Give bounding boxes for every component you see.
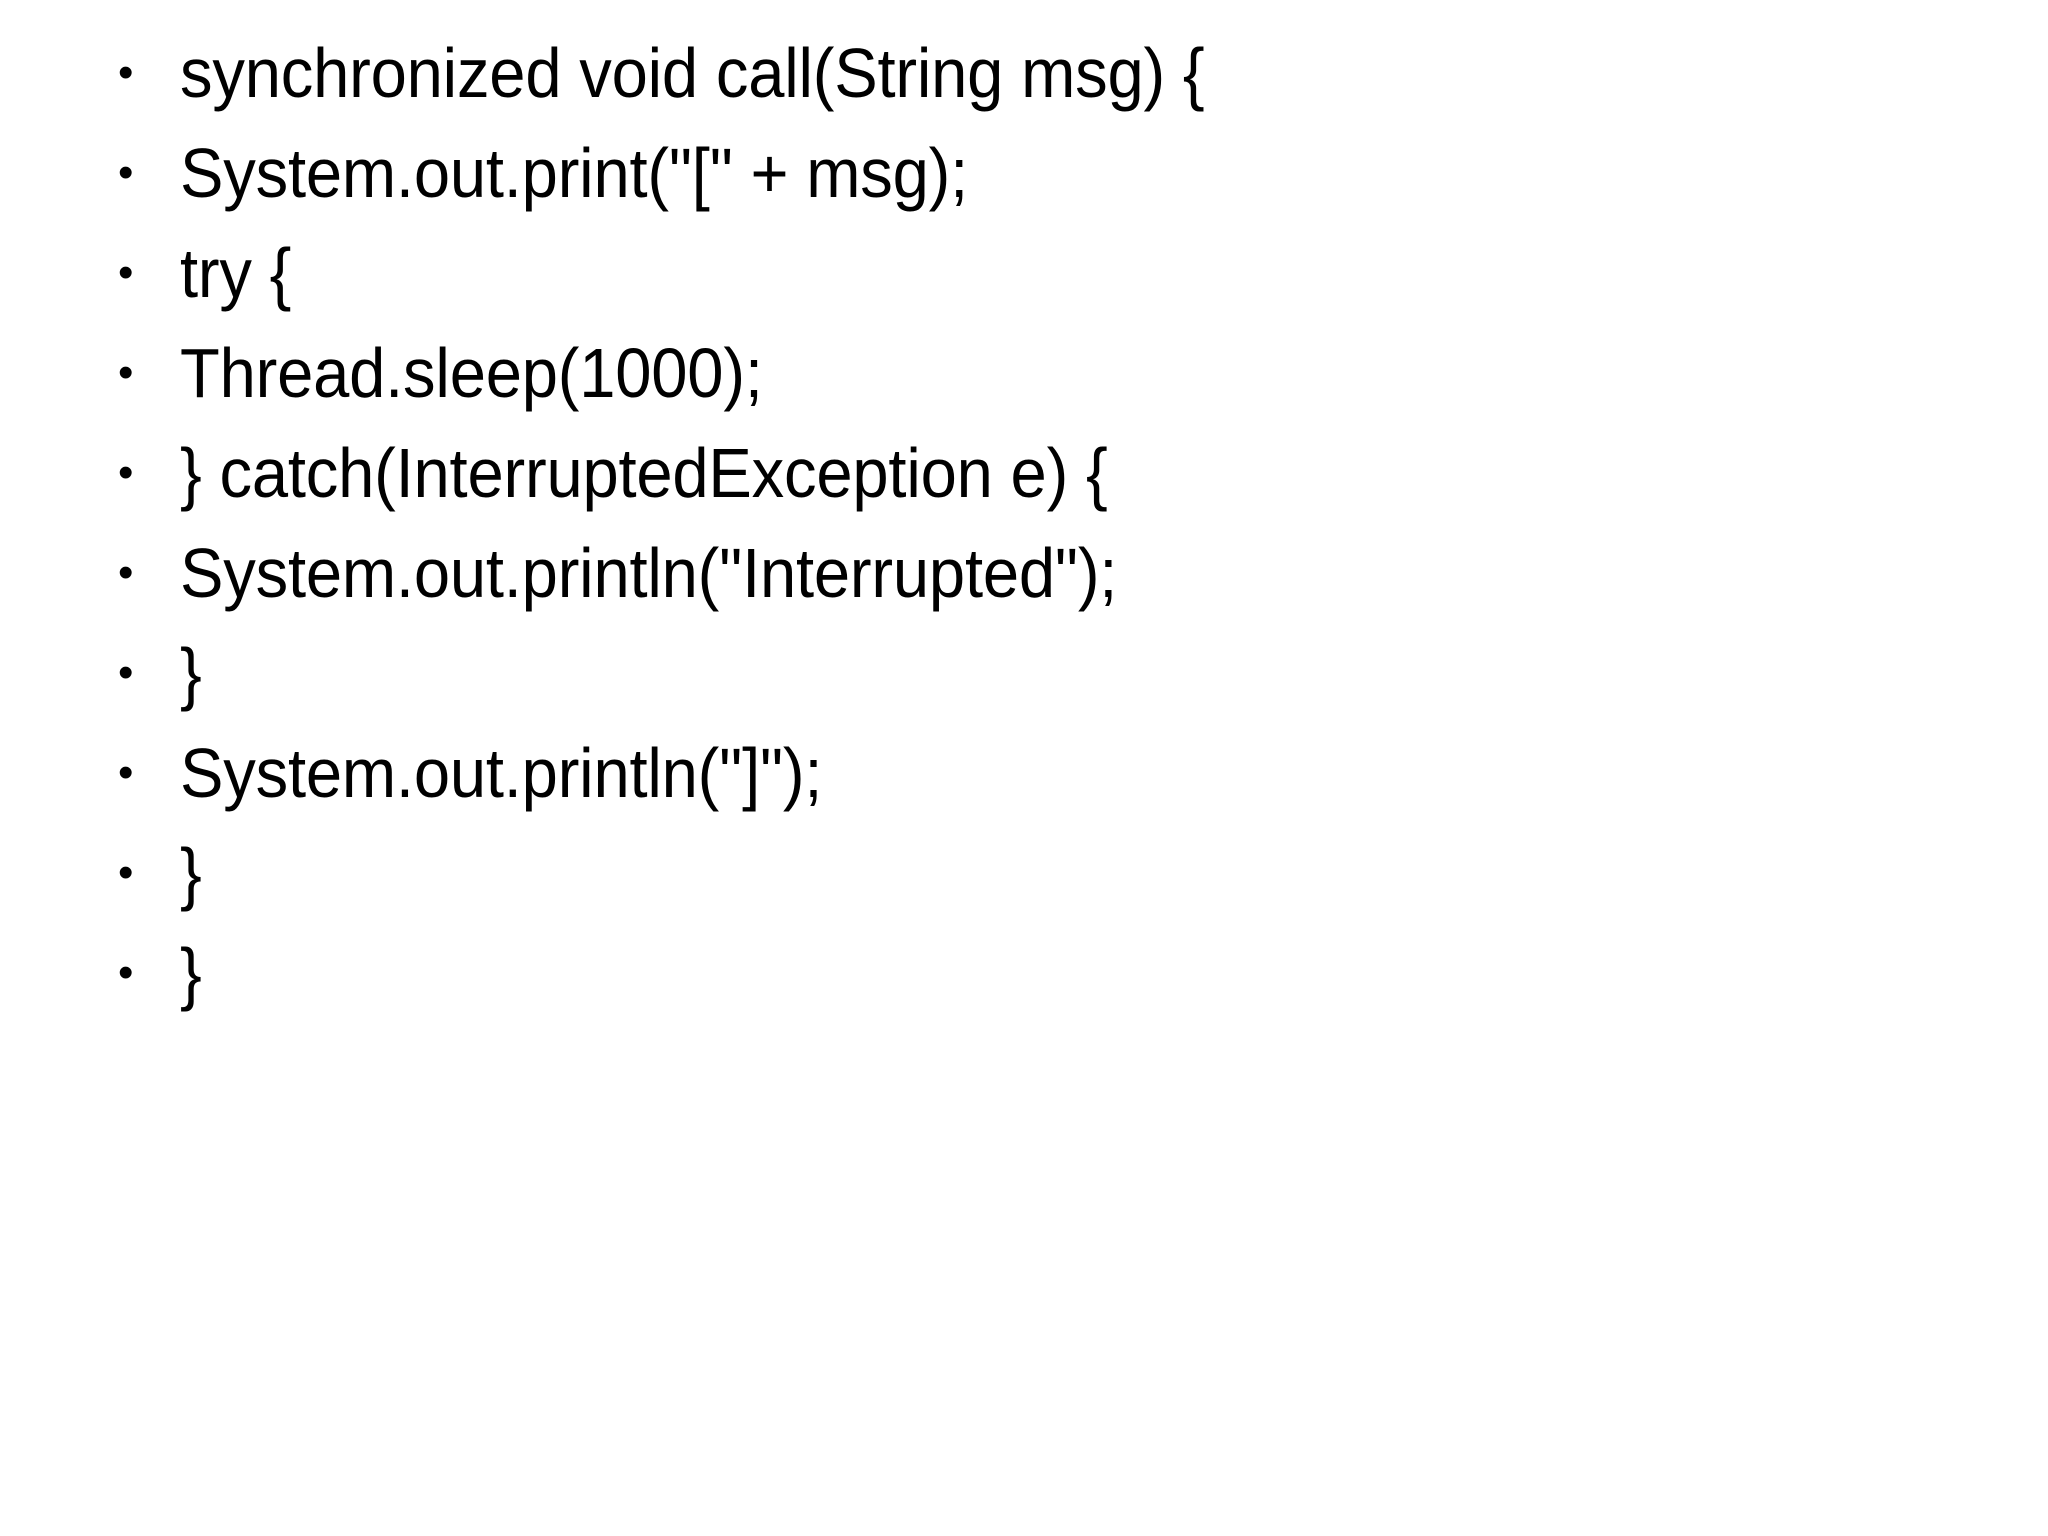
code-line-text: } [180, 834, 202, 912]
list-item[interactable]: • } [0, 928, 2048, 1028]
list-item[interactable]: • synchronized void call(String msg) { [0, 28, 2048, 128]
code-line-text: System.out.print("[" + msg); [180, 134, 969, 212]
code-line-text: System.out.println("]"); [180, 734, 823, 812]
bullet-point-icon: • [118, 248, 134, 297]
bullet-point-icon: • [118, 648, 134, 697]
code-line-text: System.out.println("Interrupted"); [180, 534, 1118, 612]
bullet-point-icon: • [118, 548, 134, 597]
code-line-text: try { [180, 234, 292, 312]
bullet-point-icon: • [118, 348, 134, 397]
code-line-text: } [180, 634, 202, 712]
list-item[interactable]: • } catch(InterruptedException e) { [0, 428, 2048, 528]
code-line-text: Thread.sleep(1000); [180, 334, 763, 412]
list-item[interactable]: • } [0, 628, 2048, 728]
bullet-point-icon: • [118, 748, 134, 797]
bullet-point-icon: • [118, 448, 134, 497]
list-item[interactable]: • } [0, 828, 2048, 928]
list-item[interactable]: • System.out.print("[" + msg); [0, 128, 2048, 228]
list-item[interactable]: • System.out.println("Interrupted"); [0, 528, 2048, 628]
list-item[interactable]: • try { [0, 228, 2048, 328]
code-line-text: } [180, 934, 202, 1012]
code-bullet-list: • synchronized void call(String msg) { •… [0, 28, 2048, 1028]
code-line-text: } catch(InterruptedException e) { [180, 434, 1108, 512]
list-item[interactable]: • Thread.sleep(1000); [0, 328, 2048, 428]
bullet-point-icon: • [118, 948, 134, 997]
bullet-point-icon: • [118, 848, 134, 897]
bullet-point-icon: • [118, 148, 134, 197]
list-item[interactable]: • System.out.println("]"); [0, 728, 2048, 828]
bullet-point-icon: • [118, 48, 134, 97]
code-line-text: synchronized void call(String msg) { [180, 34, 1205, 112]
